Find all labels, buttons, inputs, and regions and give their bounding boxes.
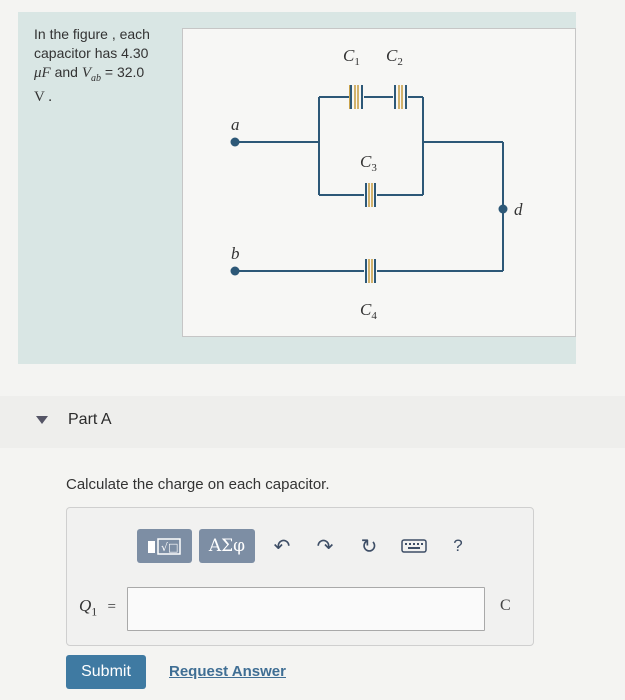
answer-label: Q1 = <box>79 596 116 619</box>
node-d-label: d <box>514 200 523 219</box>
submit-button[interactable]: Submit <box>66 655 146 689</box>
question-text: Calculate the charge on each capacitor. <box>66 476 330 493</box>
reset-icon[interactable]: ↻ <box>360 535 378 558</box>
redo-icon[interactable]: ↷ <box>316 535 334 558</box>
collapse-caret-icon[interactable] <box>36 416 48 424</box>
terminal-a <box>230 137 240 147</box>
c3-label: C3 <box>360 152 377 174</box>
help-button[interactable]: ? <box>453 536 463 555</box>
v-ab-value: = 32.0 <box>104 64 145 80</box>
undo-icon[interactable]: ↶ <box>273 535 291 558</box>
request-answer-link[interactable]: Request Answer <box>169 663 286 680</box>
part-a-header[interactable]: Part A <box>0 396 625 448</box>
keyboard-icon[interactable] <box>397 532 431 560</box>
problem-statement: In the figure , each capacitor has 4.30 … <box>34 25 184 107</box>
circuit-figure: C1 C2 C3 C4 a b d <box>182 28 576 337</box>
node-a-label: a <box>231 115 240 134</box>
symbols-button[interactable]: ΑΣφ <box>199 529 255 563</box>
unit-mu-f: μF <box>34 65 51 81</box>
c4-label: C4 <box>360 300 377 322</box>
circuit-diagram: C1 C2 C3 C4 a b d <box>230 46 523 322</box>
part-a-label: Part A <box>68 411 112 428</box>
problem-line-2: capacitor has 4.30 <box>34 45 149 61</box>
problem-line-1: In the figure , each <box>34 26 150 42</box>
v-ab-symbol: Vab <box>81 65 102 84</box>
unit-volts: V . <box>34 89 53 105</box>
terminal-b <box>230 266 240 276</box>
problem-line-3: μF and Vab = 32.0 <box>34 63 184 88</box>
templates-button[interactable]: √□ <box>137 529 192 563</box>
c1-label: C1 <box>343 46 360 68</box>
answer-unit: C <box>500 597 511 614</box>
node-b-label: b <box>231 244 240 263</box>
and-word: and <box>54 64 78 80</box>
answer-input[interactable] <box>127 587 485 631</box>
svg-text:√□: √□ <box>161 541 178 554</box>
terminal-d <box>498 204 508 214</box>
c2-label: C2 <box>386 46 403 68</box>
answer-panel: √□ ΑΣφ ↶ ↷ ↻ ? Q1 = C <box>66 507 534 646</box>
template-icon: √□ <box>147 538 181 555</box>
problem-panel: In the figure , each capacitor has 4.30 … <box>18 12 576 364</box>
